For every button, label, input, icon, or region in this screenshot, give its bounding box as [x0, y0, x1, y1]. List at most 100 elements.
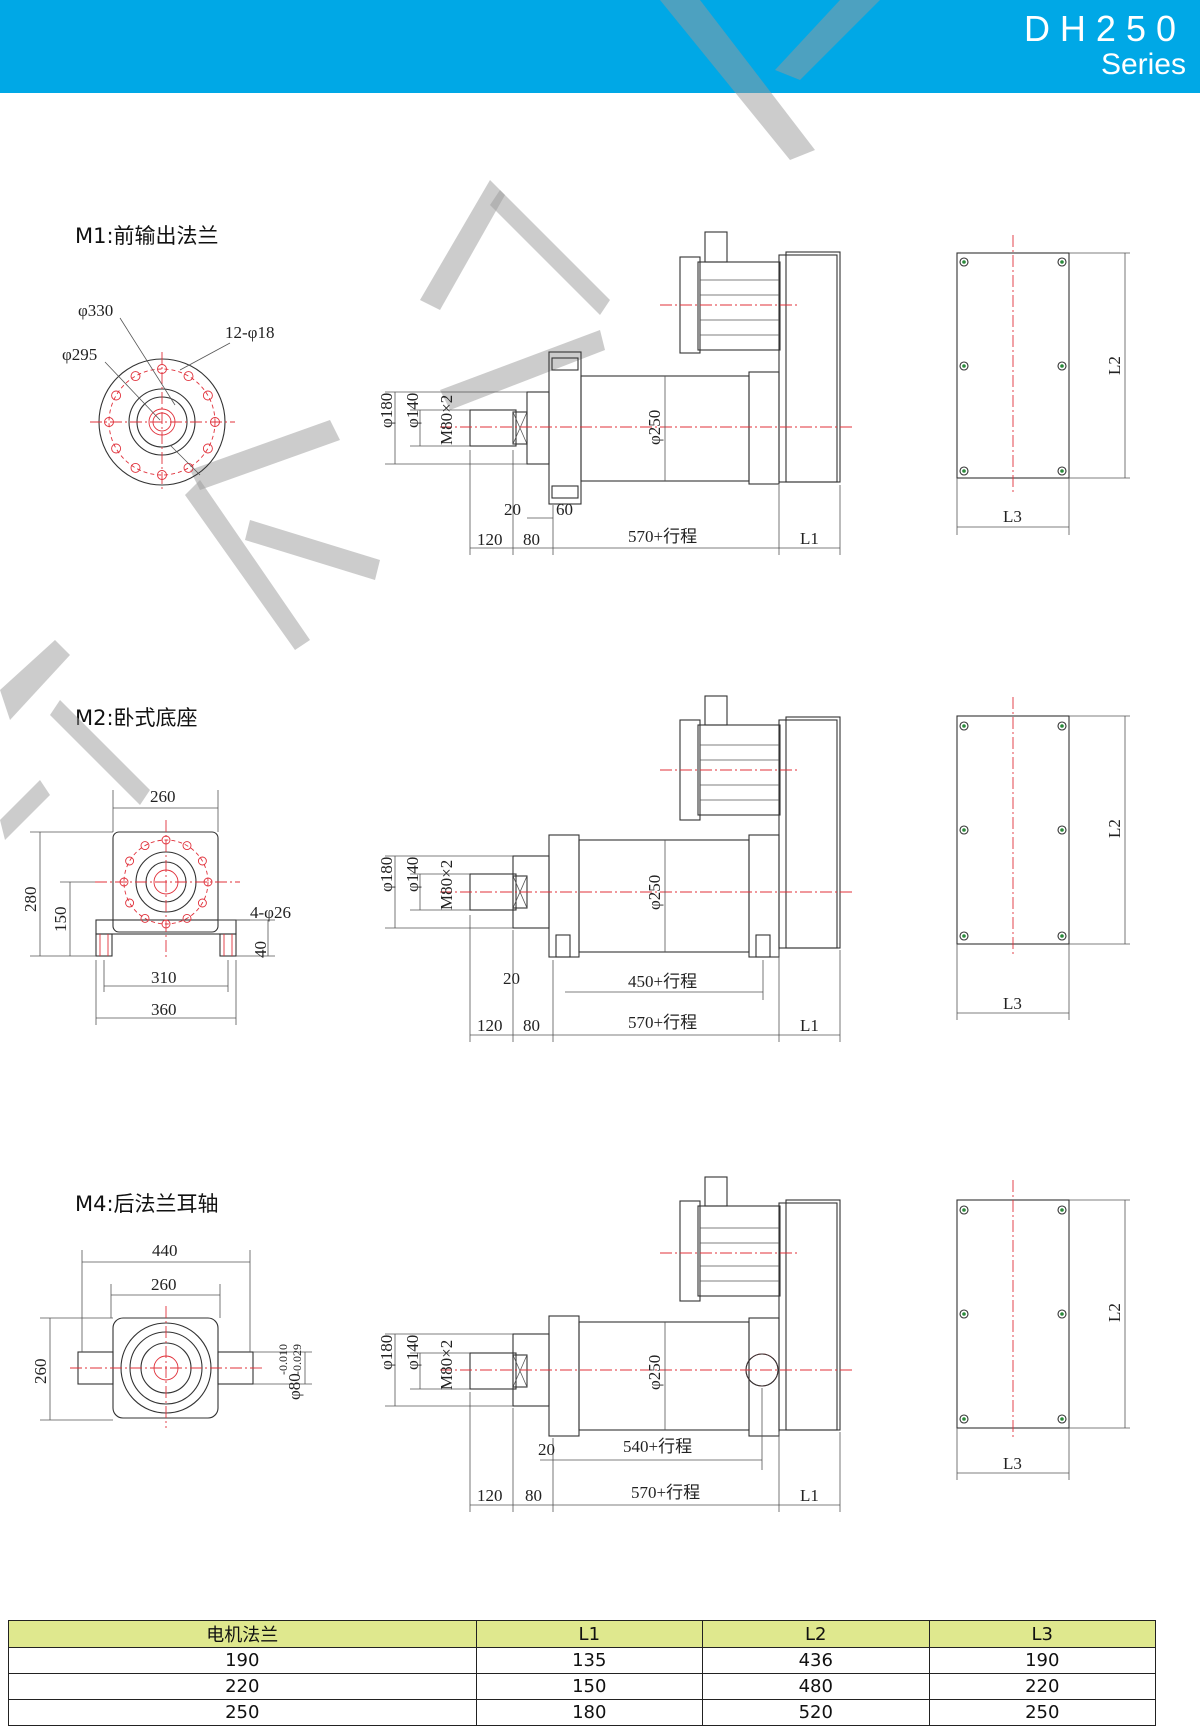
m2-base-end-view — [30, 790, 275, 1025]
m1-dim-d330: φ330 — [78, 301, 113, 320]
mounting-bolt-center — [1060, 260, 1064, 264]
m4-dim-440: 440 — [152, 1241, 178, 1260]
motor-flange-table: 电机法兰 L1 L2 L3 190 135 436 190 220 150 48… — [8, 1620, 1156, 1726]
m4-dim-L3: L3 — [1003, 1454, 1022, 1473]
m4-dim-260w: 260 — [151, 1275, 177, 1294]
m4-dim-L2: L2 — [1105, 1303, 1124, 1322]
mounting-bolt-center — [962, 828, 966, 832]
mounting-bolt-center — [962, 934, 966, 938]
mounting-bolt-center — [1060, 1312, 1064, 1316]
m1-actuator-side-view — [385, 231, 855, 555]
mounting-bolt — [959, 361, 969, 371]
bolt-hole — [111, 443, 122, 454]
m4-plate-view — [956, 1180, 1130, 1480]
m4-dim-d180: φ180 — [377, 1335, 396, 1370]
table-cell: 150 — [475, 1673, 704, 1700]
mounting-bolt — [1057, 721, 1067, 731]
table-cell: 190 — [8, 1647, 477, 1674]
mounting-bolt — [959, 721, 969, 731]
m1-dim-60: 60 — [556, 500, 573, 519]
table-cell: 180 — [475, 1699, 704, 1726]
bolt-hole — [182, 841, 192, 851]
m1-dim-d180: φ180 — [377, 393, 396, 428]
bolt-hole — [197, 856, 207, 866]
section-title-m1: M1:前输出法兰 — [75, 224, 219, 248]
m1-plate-view — [956, 235, 1130, 535]
table-header-cell: 电机法兰 — [8, 1620, 477, 1648]
m2-dim-310: 310 — [151, 968, 177, 987]
mounting-bolt-center — [1060, 364, 1064, 368]
bolt-hole — [140, 841, 150, 851]
table-header-cell: L3 — [928, 1620, 1156, 1648]
mounting-bolt — [1057, 931, 1067, 941]
m2-dim-120: 120 — [477, 1016, 503, 1035]
m2-dim-L2: L2 — [1105, 819, 1124, 838]
m2-dim-stroke: 570+行程 — [628, 1013, 697, 1032]
table-cell: 220 — [8, 1673, 477, 1700]
table-cell: 436 — [702, 1647, 930, 1674]
mounting-bolt — [1057, 825, 1067, 835]
bolt-hole — [111, 390, 122, 401]
m2-dim-stroke450: 450+行程 — [628, 972, 697, 991]
m4-trunnion-end-view — [40, 1250, 312, 1428]
bolt-hole — [202, 390, 213, 401]
header-bar: DH250 Series — [0, 0, 1200, 93]
table-header-row: 电机法兰 L1 L2 L3 — [8, 1620, 1156, 1648]
bolt-hole — [125, 856, 135, 866]
table-cell: 250 — [8, 1699, 477, 1726]
mounting-bolt — [959, 466, 969, 476]
table-cell: 250 — [928, 1699, 1156, 1726]
m1-dim-d295: φ295 — [62, 345, 97, 364]
m4-dim-d250: φ250 — [645, 1355, 664, 1390]
m2-dim-260: 260 — [150, 787, 176, 806]
m2-dim-360: 360 — [151, 1000, 177, 1019]
model-title: DH250 — [1023, 8, 1186, 49]
mounting-bolt-center — [1060, 1208, 1064, 1212]
mounting-bolt-center — [962, 1417, 966, 1421]
mounting-bolt — [959, 1309, 969, 1319]
table-row: 250 180 520 250 — [8, 1699, 1156, 1726]
mounting-bolt-center — [962, 364, 966, 368]
mounting-bolt-center — [1060, 469, 1064, 473]
mounting-bolt-center — [962, 260, 966, 264]
m1-dim-d140: φ140 — [403, 393, 422, 428]
m4-dim-tol-up: -0.010 — [276, 1344, 290, 1375]
mounting-bolt — [1057, 1205, 1067, 1215]
mounting-bolt — [1057, 361, 1067, 371]
series-label: Series — [1100, 48, 1186, 81]
m1-dim-120: 120 — [477, 530, 503, 549]
m4-dim-thread: M80×2 — [437, 1340, 456, 1390]
m2-plate-view — [956, 697, 1130, 1020]
table-cell: 190 — [928, 1647, 1156, 1674]
technical-drawings: φ330 φ295 12-φ18 — [0, 0, 1130, 1512]
m2-dim-280: 280 — [21, 887, 40, 913]
mounting-bolt — [959, 1414, 969, 1424]
m4-dim-20: 20 — [538, 1440, 555, 1459]
bolt-hole — [183, 371, 194, 382]
m4-dim-120: 120 — [477, 1486, 503, 1505]
mounting-bolt-center — [1060, 934, 1064, 938]
bolt-hole — [125, 898, 135, 908]
mounting-bolt-center — [962, 1312, 966, 1316]
mounting-bolt — [1057, 466, 1067, 476]
section-title-m4: M4:后法兰耳轴 — [75, 1192, 219, 1216]
m4-dim-260h: 260 — [31, 1359, 50, 1385]
m1-dim-thread: M80×2 — [437, 395, 456, 445]
m2-actuator-side-view — [385, 695, 855, 1042]
m1-dim-stroke: 570+行程 — [628, 527, 697, 546]
bolt-hole — [202, 443, 213, 454]
table-cell: 480 — [702, 1673, 930, 1700]
m2-dim-80: 80 — [523, 1016, 540, 1035]
mounting-bolt-center — [1060, 828, 1064, 832]
bolt-hole — [197, 898, 207, 908]
m2-dim-d180: φ180 — [377, 857, 396, 892]
m1-dim-L2: L2 — [1105, 356, 1124, 375]
m1-dim-d250: φ250 — [645, 410, 664, 445]
bolt-hole — [140, 913, 150, 923]
m2-dim-thread: M80×2 — [437, 860, 456, 910]
mounting-bolt — [959, 1205, 969, 1215]
mounting-bolt-center — [1060, 1417, 1064, 1421]
table-cell: 520 — [702, 1699, 930, 1726]
m1-flange-end-view — [90, 317, 235, 492]
table-row: 220 150 480 220 — [8, 1673, 1156, 1700]
